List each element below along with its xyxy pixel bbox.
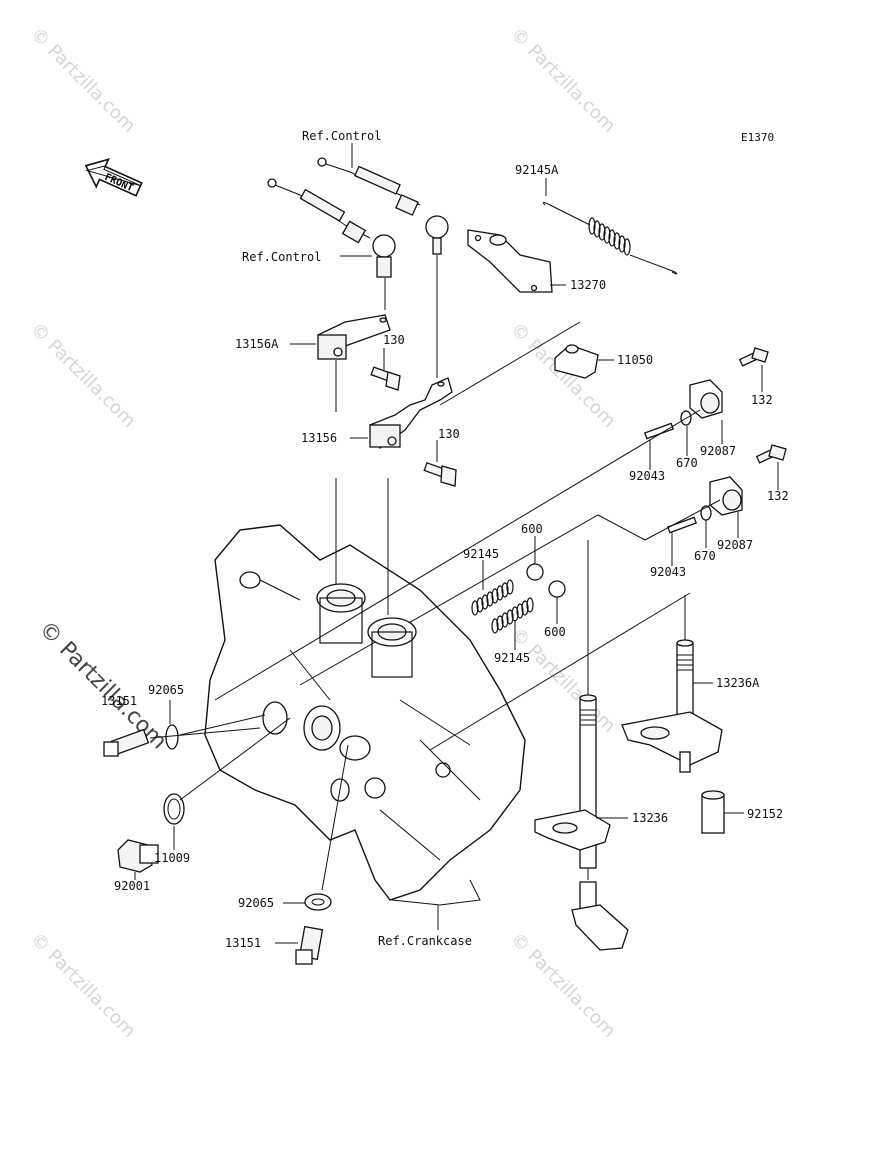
diagram-code: E1370	[741, 131, 774, 144]
spring-92145-b	[491, 597, 534, 634]
label-92065-a: 92065	[148, 683, 184, 697]
spring-92145-a	[471, 579, 514, 616]
sensor-13151-a	[103, 728, 150, 757]
label-92001: 92001	[114, 879, 150, 893]
label-92145-b: 92145	[494, 651, 530, 665]
control-cable-upper	[317, 157, 449, 255]
watermark-2: © Partzilla.com	[506, 24, 619, 137]
bolt-130-b	[423, 461, 457, 487]
watermark-1: © Partzilla.com	[26, 24, 139, 137]
control-cable-lower	[267, 178, 396, 278]
label-92145A: 92145A	[515, 163, 559, 177]
crankcase	[204, 524, 526, 901]
label-130-b: 130	[438, 427, 460, 441]
label-13156A: 13156A	[235, 337, 279, 351]
label-670-b: 670	[694, 549, 716, 563]
label-ref-crankcase: Ref.Crankcase	[378, 934, 472, 948]
axis-lines	[214, 321, 721, 880]
watermark-6: © Partzilla.com	[26, 929, 139, 1042]
washer-92065-b	[304, 893, 332, 911]
shift-shaft-13236A	[621, 639, 723, 773]
callout-labels: Ref.Control Ref.Control 92145A 13270 110…	[101, 129, 789, 950]
shift-lever-13156A	[317, 314, 391, 360]
sensor-13151-b	[295, 925, 324, 965]
label-130-a: 130	[383, 333, 405, 347]
label-13236: 13236	[632, 811, 668, 825]
label-92087-b: 92087	[717, 538, 753, 552]
shift-lever-13156	[369, 377, 453, 449]
label-13270: 13270	[570, 278, 606, 292]
label-92043-b: 92043	[650, 565, 686, 579]
label-92145-a: 92145	[463, 547, 499, 561]
label-92043-a: 92043	[629, 469, 665, 483]
watermark-5: © Partzilla.com	[506, 624, 619, 737]
label-132-a: 132	[751, 393, 773, 407]
bolt-130-a	[370, 366, 401, 391]
front-arrow-icon: FRONT	[84, 158, 143, 197]
plug-92001	[117, 839, 159, 873]
washer-92065-a	[165, 724, 179, 750]
label-13151-a: 13151	[101, 694, 137, 708]
label-92152: 92152	[747, 807, 783, 821]
label-ref-control-left: Ref.Control	[242, 250, 321, 264]
label-13236A: 13236A	[716, 676, 760, 690]
label-11009: 11009	[154, 851, 190, 865]
assembly-upper-right	[643, 347, 769, 440]
label-600-a: 600	[521, 522, 543, 536]
watermark-4: © Partzilla.com	[506, 319, 619, 432]
ball-600-b	[548, 580, 566, 598]
label-13156: 13156	[301, 431, 337, 445]
o-ring-11009	[163, 793, 185, 825]
assembly-lower-right	[666, 444, 787, 534]
collar-92152	[701, 790, 725, 834]
bracket-13270	[467, 229, 553, 293]
shift-shaft-13236	[534, 694, 629, 951]
left-leader-lines	[149, 714, 481, 906]
callout-leaders	[134, 143, 779, 944]
label-13151-b: 13151	[225, 936, 261, 950]
ball-600-a	[526, 563, 544, 581]
part-11050	[554, 344, 599, 379]
label-92087-a: 92087	[700, 444, 736, 458]
label-ref-control-top: Ref.Control	[302, 129, 381, 143]
watermark-3: © Partzilla.com	[26, 319, 139, 432]
label-132-b: 132	[767, 489, 789, 503]
label-92065-b: 92065	[238, 896, 274, 910]
label-600-b: 600	[544, 625, 566, 639]
label-11050: 11050	[617, 353, 653, 367]
label-670-a: 670	[676, 456, 698, 470]
spring-92145A	[542, 202, 678, 275]
